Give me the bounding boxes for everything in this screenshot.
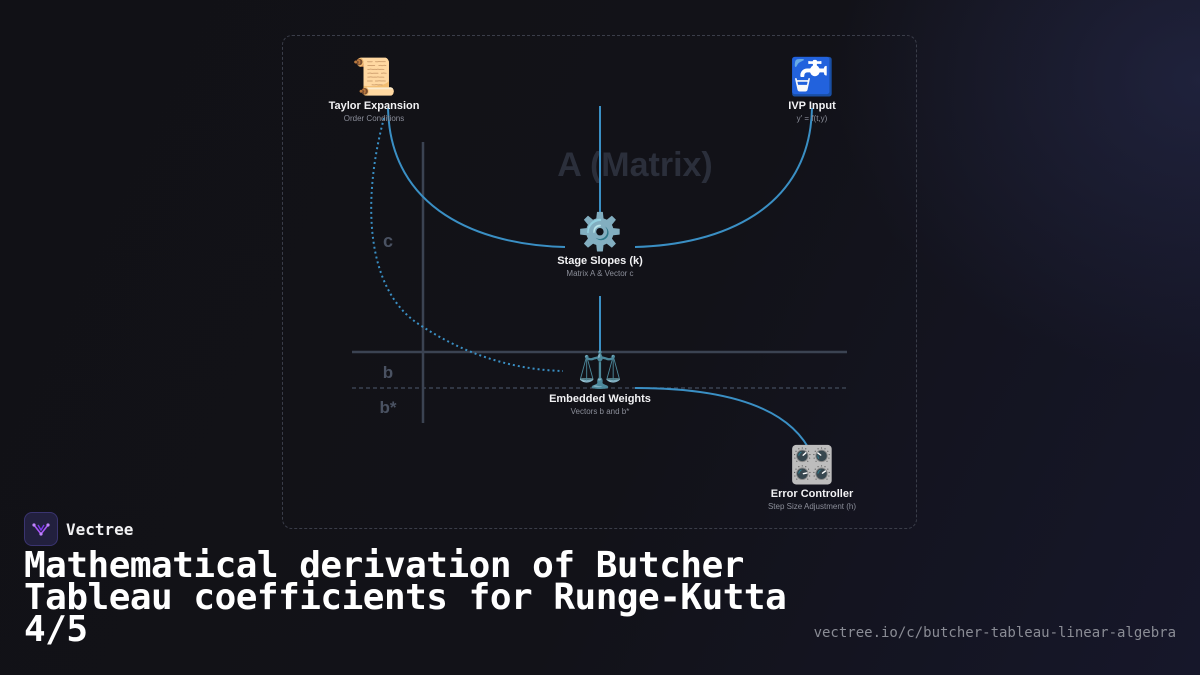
node-subtitle: Matrix A & Vector c (566, 269, 634, 278)
page-title: Mathematical derivation of Butcher Table… (24, 545, 787, 650)
node-taylor-expansion: 📜 Taylor Expansion Order Conditions (274, 57, 474, 124)
connector-taylor-to-stage (387, 107, 566, 248)
node-error-controller: 🎛️ Error Controller Step Size Adjustment… (712, 445, 912, 512)
brand-name: Vectree (66, 519, 134, 539)
node-title: Error Controller (770, 488, 854, 500)
control-knobs-icon: 🎛️ (789, 445, 835, 486)
scroll-icon: 📜 (351, 57, 397, 98)
node-embedded-weights: ⚖️ Embedded Weights Vectors b and b* (500, 350, 700, 417)
brand: Vectree (24, 512, 133, 546)
node-subtitle: Vectors b and b* (570, 407, 630, 416)
diagram-frame (282, 35, 917, 529)
faucet-icon: 🚰 (789, 57, 835, 98)
gear-icon: ⚙️ (577, 212, 623, 253)
node-title: Embedded Weights (549, 393, 651, 405)
node-title: Stage Slopes (k) (557, 255, 643, 267)
b-label: b (383, 363, 393, 382)
connector-taylor-to-weights-dotted (370, 117, 564, 372)
balance-scale-icon: ⚖️ (577, 350, 623, 391)
node-subtitle: y' = f(t,y) (796, 114, 828, 123)
node-stage-slopes: ⚙️ Stage Slopes (k) Matrix A & Vector c (500, 212, 700, 279)
node-ivp-input: 🚰 IVP Input y' = f(t,y) (712, 57, 912, 124)
node-title: Taylor Expansion (328, 100, 420, 112)
connector-ivp-to-stage (634, 107, 813, 248)
c-label: c (383, 231, 393, 251)
matrix-label: A (Matrix) (557, 146, 713, 184)
node-subtitle: Step Size Adjustment (h) (767, 502, 857, 511)
source-url[interactable]: vectree.io/c/butcher-tableau-linear-alge… (813, 625, 1176, 641)
node-subtitle: Order Conditions (343, 114, 405, 123)
connector-weights-to-error (634, 387, 813, 456)
b-star-label: b* (380, 398, 397, 417)
node-title: IVP Input (788, 100, 836, 112)
vectree-logo-icon (24, 512, 58, 546)
